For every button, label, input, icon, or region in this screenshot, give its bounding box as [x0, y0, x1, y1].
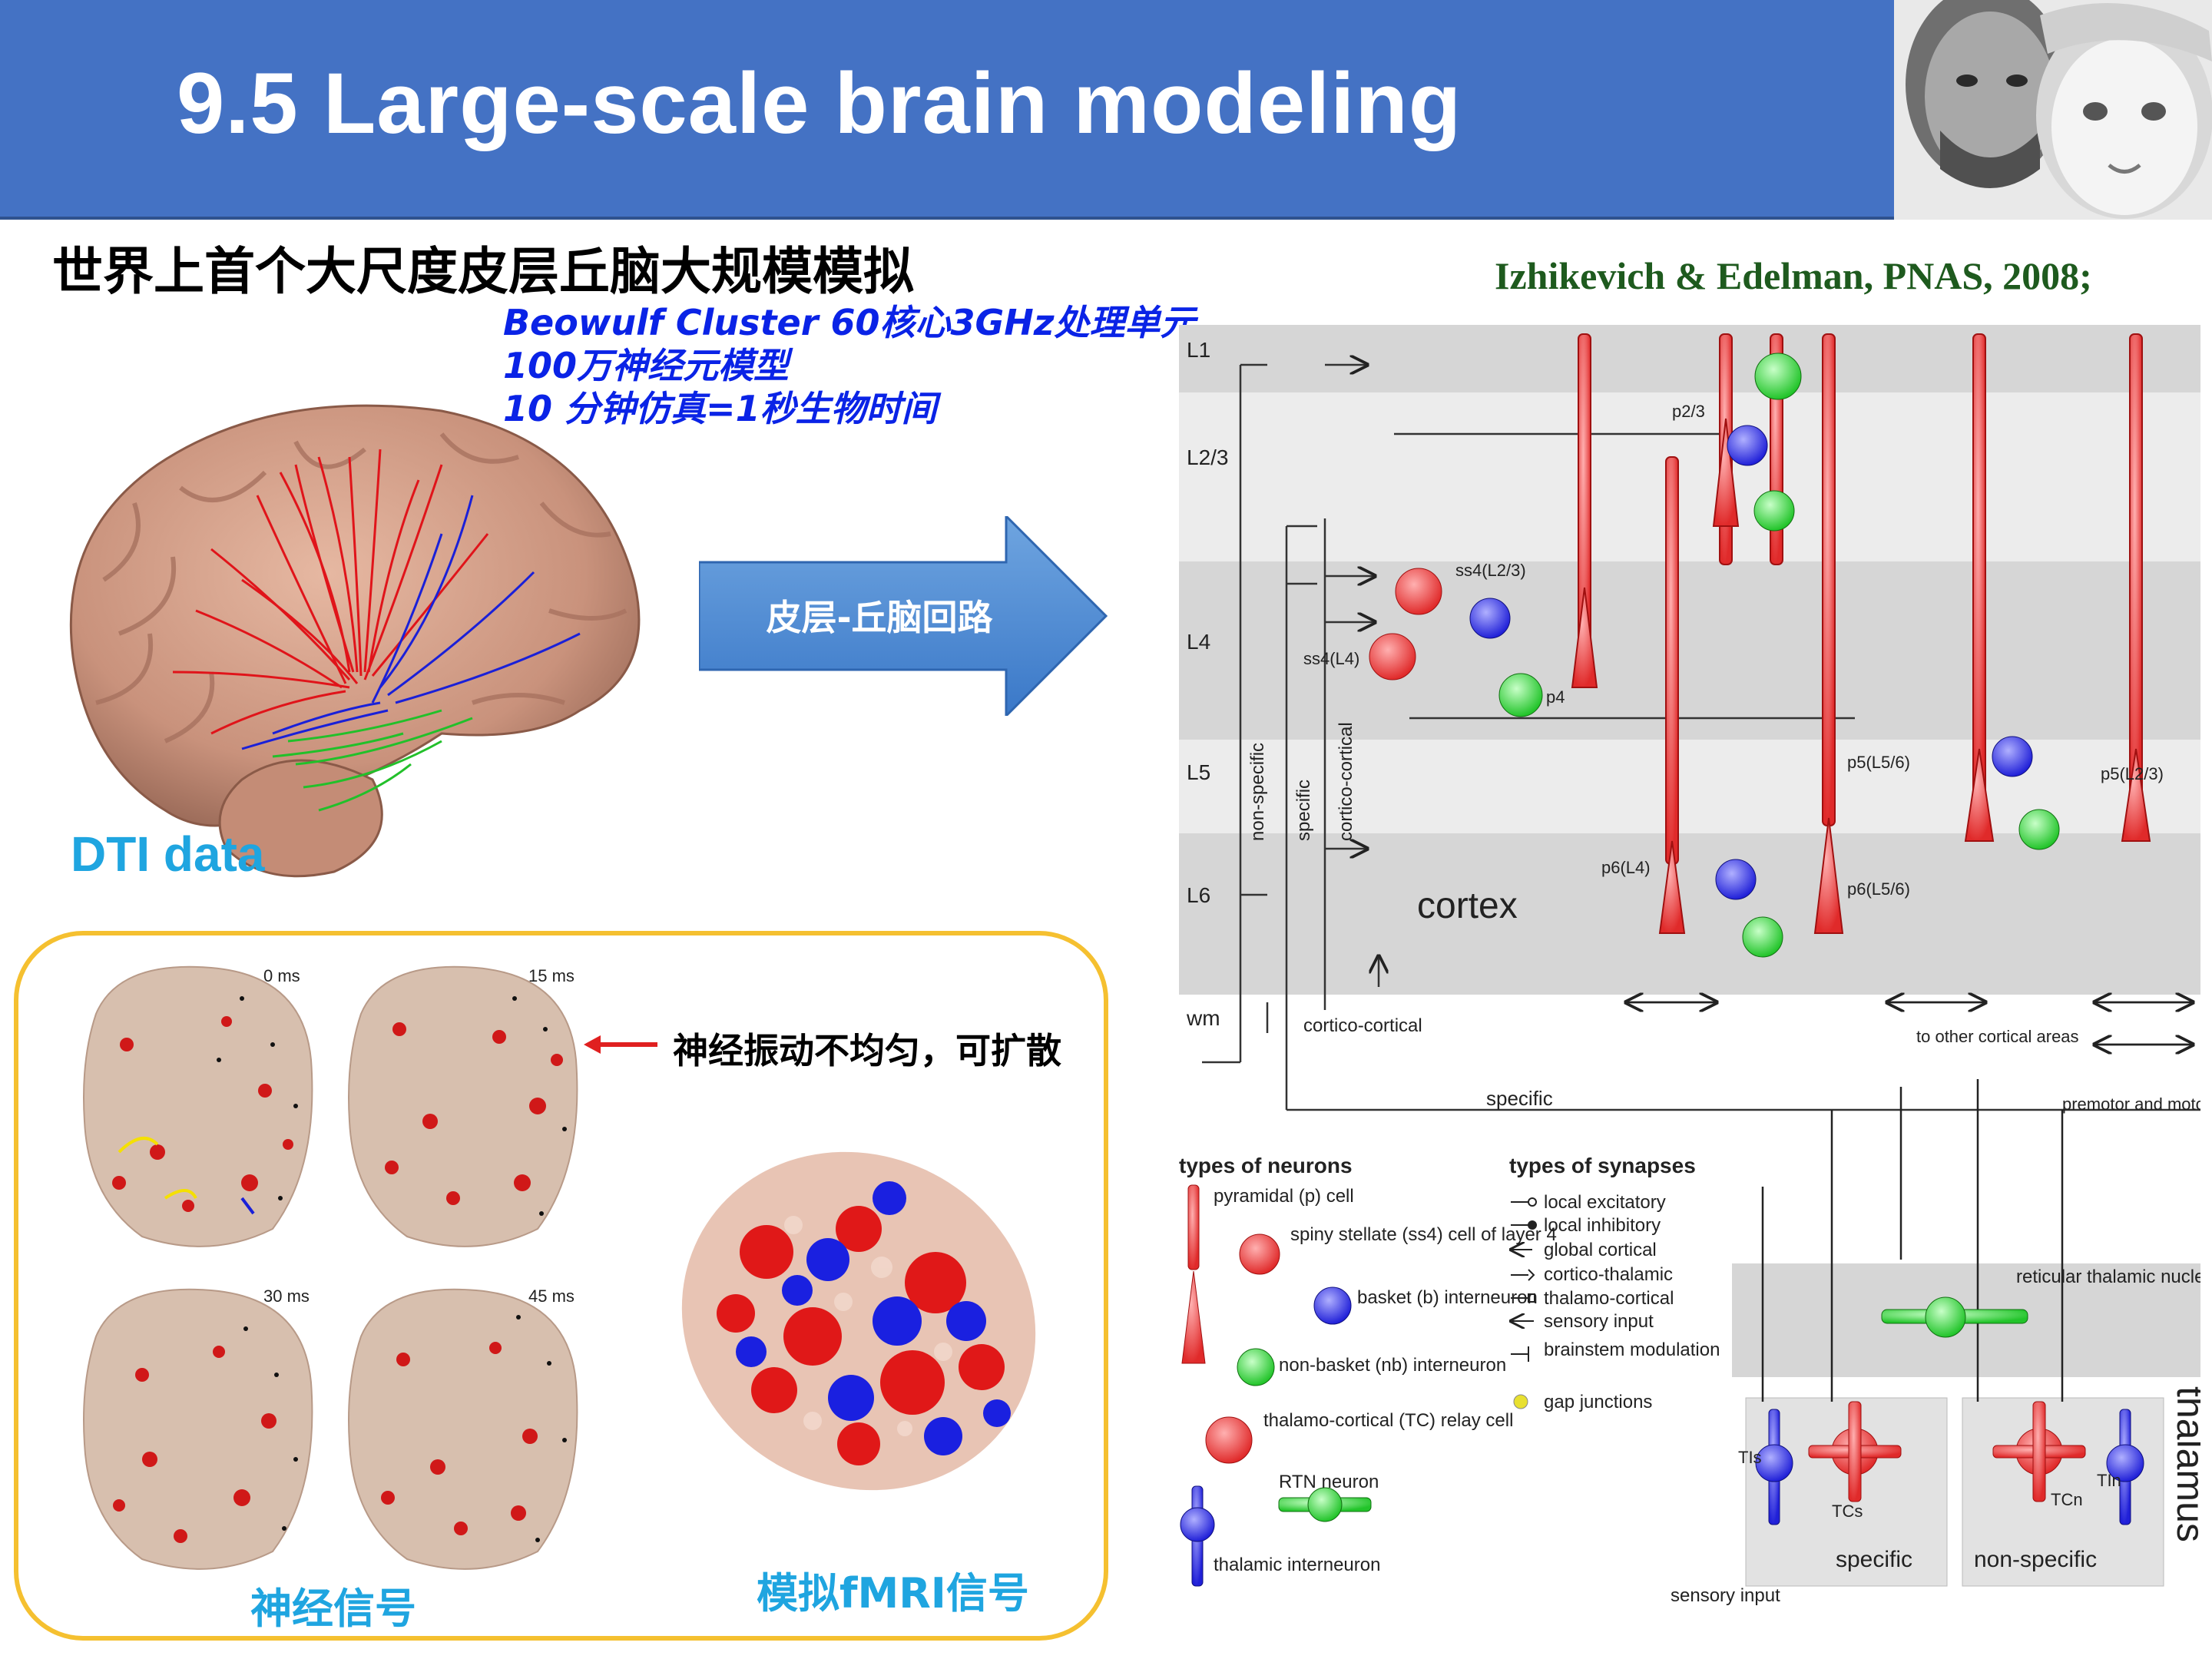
neuron-type-label: RTN neuron: [1279, 1472, 1379, 1492]
red-arrow-icon: [584, 1035, 657, 1054]
brain-frame-15ms: [348, 965, 578, 1247]
simulation-panel: [14, 931, 1108, 1641]
cell-label-p4: p4: [1546, 687, 1565, 707]
cortex-thalamus-arrow: [699, 516, 1108, 716]
cell-label-p5-l56: p5(L5/6): [1847, 753, 1910, 772]
synapse-type-label: local inhibitory: [1544, 1215, 1661, 1236]
layer-label-l1: L1: [1187, 338, 1210, 362]
brain-frame-30ms: [83, 1288, 313, 1570]
layer-label-l4: L4: [1187, 630, 1210, 654]
cluster-info-line: 100万神经元模型: [503, 345, 790, 386]
frame-time-label: 15 ms: [528, 966, 575, 985]
cell-label-p6-l4: p6(L4): [1601, 858, 1651, 877]
chinese-subtitle: 世界上首个大尺度皮层丘脑大规模模拟: [52, 242, 914, 301]
cluster-info-line: Beowulf Cluster 60核心3GHz处理单元: [503, 302, 1196, 343]
frame-time-label: 0 ms: [263, 966, 300, 985]
frame-time-label: 30 ms: [263, 1286, 310, 1306]
cell-label-p5-l23: p5(L2/3): [2101, 764, 2164, 783]
brain-frame-0ms: [83, 965, 313, 1247]
synapse-type-label: gap junctions: [1544, 1392, 1652, 1412]
cell-label-p6-l56: p6(L5/6): [1847, 879, 1910, 899]
cortico-cortical-label: cortico-cortical: [1303, 1015, 1422, 1036]
synapse-type-label: global cortical: [1544, 1240, 1657, 1260]
cortico-cortical-vertical-label: cortico-cortical: [1336, 722, 1356, 841]
spiny-stellate-cells: [1369, 568, 1442, 680]
oscillation-note: 神经振动不均匀，可扩散: [673, 1030, 1061, 1071]
layer-label-wm: wm: [1186, 1006, 1220, 1030]
neuron-type-label: basket (b) interneuron: [1357, 1287, 1538, 1308]
neuron-type-label: non-basket (nb) interneuron: [1279, 1355, 1506, 1376]
neuron-types-title: types of neurons: [1179, 1154, 1353, 1177]
thalamus-label: thalamus: [2169, 1386, 2200, 1542]
cortex-thalamus-circuit-label: 皮层-丘脑回路: [766, 597, 993, 638]
specific-pathway-label: specific: [1293, 780, 1314, 841]
cell-label-p23: p2/3: [1672, 402, 1705, 421]
neuron-type-label: thalamic interneuron: [1214, 1555, 1380, 1575]
synapse-type-label: cortico-thalamic: [1544, 1264, 1673, 1285]
synapse-type-label: local excitatory: [1544, 1192, 1666, 1213]
layer-label-l6: L6: [1187, 883, 1210, 907]
cell-label-tcn: TCn: [2051, 1490, 2083, 1509]
cortex-label: cortex: [1417, 886, 1518, 926]
synapse-type-label: sensory input: [1544, 1311, 1654, 1332]
cell-label-tis: TIs: [1738, 1448, 1762, 1467]
thalamocortical-circuit-diagram: L1 L2/3 L4 L5 L6 wm cortex non-specific …: [1179, 325, 2200, 1606]
sensory-input-label: sensory input: [1671, 1585, 1780, 1606]
fmri-brain-image: [681, 1151, 1036, 1491]
specific-label: specific: [1486, 1087, 1553, 1110]
slide-title: 9.5 Large-scale brain modeling: [177, 55, 1462, 151]
non-specific-pathway-label: non-specific: [1247, 743, 1268, 841]
rtn-label: reticular thalamic nucleus (RTN): [2016, 1267, 2200, 1287]
cell-label-tin: TIn: [2097, 1471, 2121, 1490]
title-bar: 9.5 Large-scale brain modeling: [0, 0, 1894, 220]
premotor-label: premotor and motor centers: [2062, 1094, 2200, 1114]
brain-frame-45ms: [348, 1288, 578, 1570]
synapse-types-title: types of synapses: [1509, 1154, 1696, 1177]
cluster-info-line: 10 分钟仿真=1秒生物时间: [503, 388, 937, 429]
simulated-fmri-label: 模拟fMRI信号: [757, 1569, 1029, 1618]
cell-label-ss4-l23: ss4(L2/3): [1455, 561, 1526, 580]
to-other-cortical-areas-label: to other cortical areas: [1916, 1027, 2079, 1046]
neuron-type-label: pyramidal (p) cell: [1214, 1186, 1354, 1207]
cell-label-ss4-l4: ss4(L4): [1303, 649, 1359, 668]
specific-box-label: specific: [1836, 1547, 1912, 1572]
non-specific-box-label: non-specific: [1974, 1547, 2097, 1572]
author-portrait-photo: [1894, 0, 2212, 220]
layer-label-l5: L5: [1187, 760, 1210, 784]
synapse-type-label: thalamo-cortical: [1544, 1288, 1674, 1309]
neuron-type-label: thalamo-cortical (TC) relay cell: [1263, 1410, 1513, 1431]
dti-data-label: DTI data: [71, 826, 265, 882]
neuron-type-label: spiny stellate (ss4) cell of layer 4: [1290, 1224, 1557, 1245]
neural-signal-label: 神经信号: [250, 1584, 416, 1633]
cluster-info: Beowulf Cluster 60核心3GHz处理单元 100万神经元模型 1…: [503, 301, 1196, 430]
layer-label-l23: L2/3: [1187, 445, 1229, 469]
synapse-type-label: brainstem modulation: [1544, 1339, 1720, 1360]
citation: Izhikevich & Edelman, PNAS, 2008;: [1495, 254, 2092, 297]
cell-label-tcs: TCs: [1832, 1502, 1863, 1521]
frame-time-label: 45 ms: [528, 1286, 575, 1306]
dti-brain-image: [69, 404, 641, 878]
